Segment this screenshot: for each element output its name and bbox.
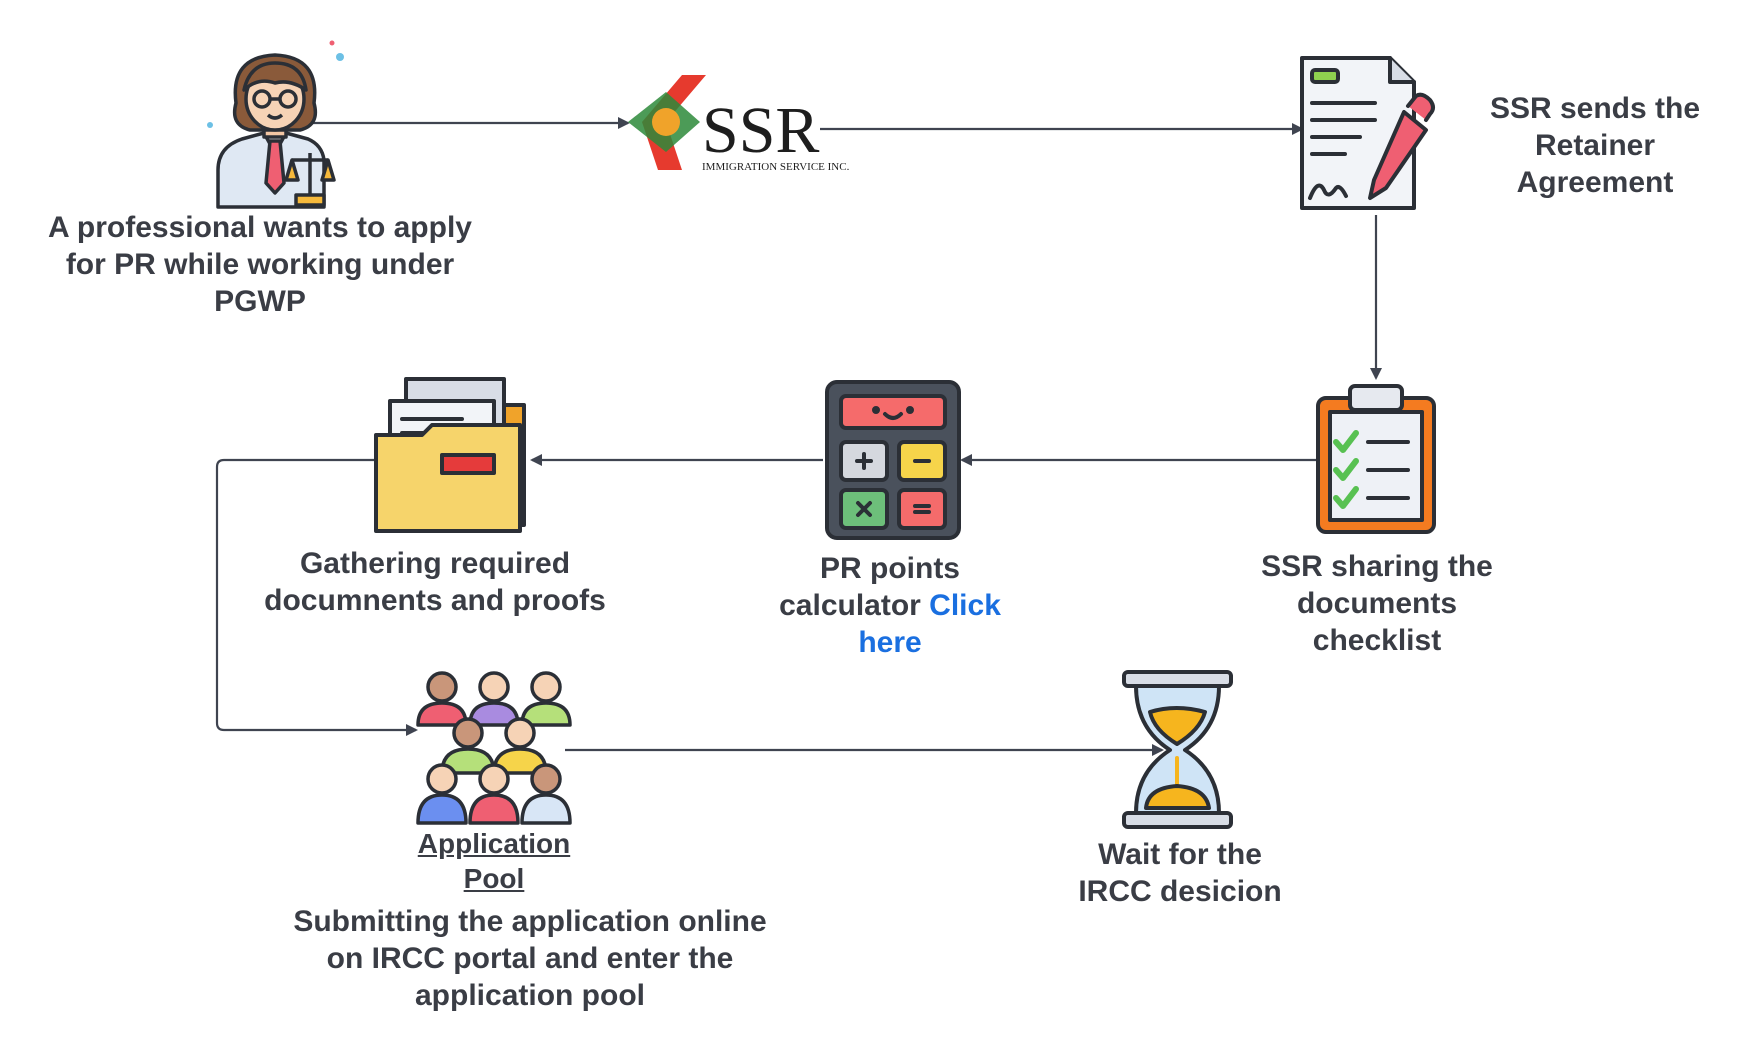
gathering-label-line: documnents and proofs <box>264 584 606 617</box>
calculator-label-prefix: calculator <box>779 589 930 622</box>
professional-label: A professional wants to apply for PR whi… <box>20 209 500 320</box>
pool-link-label: Application Pool <box>384 826 604 896</box>
clipboard-checklist-icon <box>1316 384 1436 534</box>
calculator-click-link[interactable]: Click <box>929 589 1001 622</box>
calculator-label-line: PR points <box>820 552 960 585</box>
checklist-label: SSR sharing the documents checklist <box>1222 548 1532 659</box>
retainer-label-line: SSR sends the <box>1489 92 1701 125</box>
checklist-label-line: checklist <box>1312 624 1442 657</box>
gathering-label: Gathering required documnents and proofs <box>230 545 640 619</box>
calculator-icon <box>825 380 961 540</box>
pool-label-line: Submitting the application online <box>293 905 767 938</box>
pool-label: Submitting the application online on IRC… <box>240 903 820 1014</box>
application-pool-link[interactable]: Application <box>417 828 571 859</box>
application-pool-link[interactable]: Pool <box>463 863 525 894</box>
retainer-label: SSR sends the Retainer Agreement <box>1450 90 1740 201</box>
wait-label: Wait for the IRCC desicion <box>1030 836 1330 910</box>
gathering-label-line: Gathering required <box>299 547 571 580</box>
calculator-here-link[interactable]: here <box>858 626 922 659</box>
folder-documents-icon <box>374 377 526 533</box>
wait-label-line: IRCC desicion <box>1078 875 1282 908</box>
ssr-logo-subtitle: IMMIGRATION SERVICE INC. <box>702 161 850 173</box>
retainer-label-line: Retainer <box>1534 129 1656 162</box>
ssr-logo-name: SSR <box>702 94 819 167</box>
pool-label-line: on IRCC portal and enter the <box>326 942 734 975</box>
wait-label-line: Wait for the <box>1098 838 1262 871</box>
professional-label-line: A professional wants to apply <box>48 211 472 244</box>
retainer-label-line: Agreement <box>1516 166 1674 199</box>
professional-label-line: for PR while working under <box>65 248 455 281</box>
hourglass-icon <box>1122 670 1233 829</box>
pool-label-line: application pool <box>415 979 645 1012</box>
calculator-label-line: calculator Click <box>740 587 1040 624</box>
checklist-label-line: documents <box>1296 587 1458 620</box>
people-group-icon <box>416 671 572 825</box>
lawyer-icon <box>207 40 344 209</box>
contract-pen-icon <box>1300 56 1435 210</box>
professional-label-line: PGWP <box>214 285 306 318</box>
checklist-label-line: SSR sharing the <box>1261 550 1493 583</box>
calculator-label: PR points calculator Click here <box>740 550 1040 661</box>
ssr-logo: SSR IMMIGRATION SERVICE INC. <box>628 75 850 173</box>
arrow-gathering-to-pool <box>215 458 418 736</box>
